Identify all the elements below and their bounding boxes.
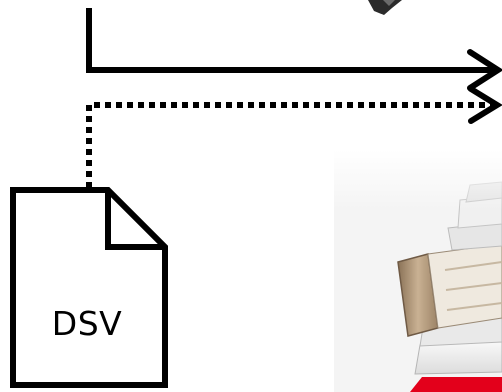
document-icon (10, 187, 168, 388)
red-shape (410, 377, 502, 392)
document-label: DSV (51, 304, 123, 343)
solid-flow-arrow (86, 8, 502, 91)
dotted-flow-arrow (86, 86, 502, 188)
partial-dark-icon (368, 0, 402, 15)
binder-stack-icon (334, 150, 502, 392)
